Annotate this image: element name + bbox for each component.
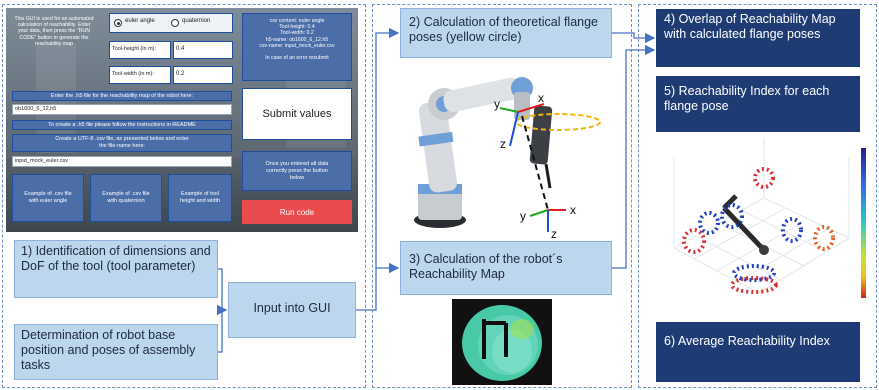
svg-text:y: y [520, 209, 526, 223]
radio-quaternion-label: quaternion [182, 18, 211, 24]
svg-text:x: x [538, 91, 544, 105]
svg-text:z: z [500, 137, 506, 151]
tool-width-label-box [109, 66, 171, 84]
svg-text:y: y [494, 97, 500, 111]
csv-info-box [242, 13, 352, 81]
gui-intro-text: This GUI is used for an automated calcul… [14, 16, 94, 47]
example-euler-button[interactable]: Example of .csv file with euler angle [12, 174, 84, 222]
gui-screenshot: This GUI is used for an automated calcul… [6, 8, 358, 232]
tool-height-input[interactable] [173, 41, 233, 59]
h5-instructions: To create a .h5 file please follow the i… [12, 120, 232, 130]
example-tool-button[interactable]: Example of tool height and width [168, 174, 232, 222]
tool-width-value: 0.2 [176, 71, 185, 77]
colorbar-image [861, 148, 866, 298]
csv-info-text: csv content: euler angle Tool-height: 0.… [259, 18, 335, 62]
step2-box: 2) Calculation of theoretical flange pos… [400, 8, 612, 58]
step3-box: 3) Calculation of the robot´s Reachabili… [400, 241, 612, 295]
step5-box: 5) Reachability Index for each flange po… [656, 76, 860, 132]
reachability-map-image [452, 299, 552, 385]
csv-file-input[interactable]: input_mock_euler.csv [12, 156, 232, 167]
step1-box: 1) Identification of dimensions and DoF … [14, 240, 218, 298]
confirm-text-box: Once you entered all data correctly pres… [242, 151, 352, 191]
tool-height-value: 0.4 [176, 46, 185, 52]
svg-text:z: z [551, 227, 557, 238]
radio-euler-angle[interactable] [114, 19, 122, 27]
run-code-button[interactable]: Run code [242, 200, 352, 224]
h5-file-input[interactable]: ob1600_6_12.h5 [12, 104, 232, 115]
reachability-scatter-plot-image [673, 138, 851, 294]
example-quaternion-button[interactable]: Example of .csv file with quaternion [90, 174, 162, 222]
svg-text:x: x [570, 203, 576, 217]
tool-width-input[interactable] [173, 66, 233, 84]
tool-height-label-box [109, 41, 171, 59]
csv-prompt: Create a UTF-8 .csv file, as presented b… [12, 134, 232, 152]
submit-values-button[interactable]: Submit values [242, 88, 352, 140]
determination-box: Determination of robot base position and… [14, 324, 218, 380]
tool-width-label: Tool-width (in m): [112, 71, 154, 77]
radio-quaternion[interactable] [171, 19, 179, 27]
tool-height-label: Tool-height (in m): [112, 46, 157, 52]
step6-box: 6) Average Reachability Index [656, 322, 860, 382]
radio-euler-label: euler angle [125, 18, 155, 24]
h5-prompt: Enter the .h5 file for the reachability … [12, 91, 232, 101]
flange-circle-icon [515, 113, 601, 131]
robot-arm-image: x y z x y z [414, 77, 601, 238]
step4-box: 4) Overlap of Reachability Map with calc… [656, 9, 860, 67]
input-into-gui-box: Input into GUI [228, 282, 356, 338]
